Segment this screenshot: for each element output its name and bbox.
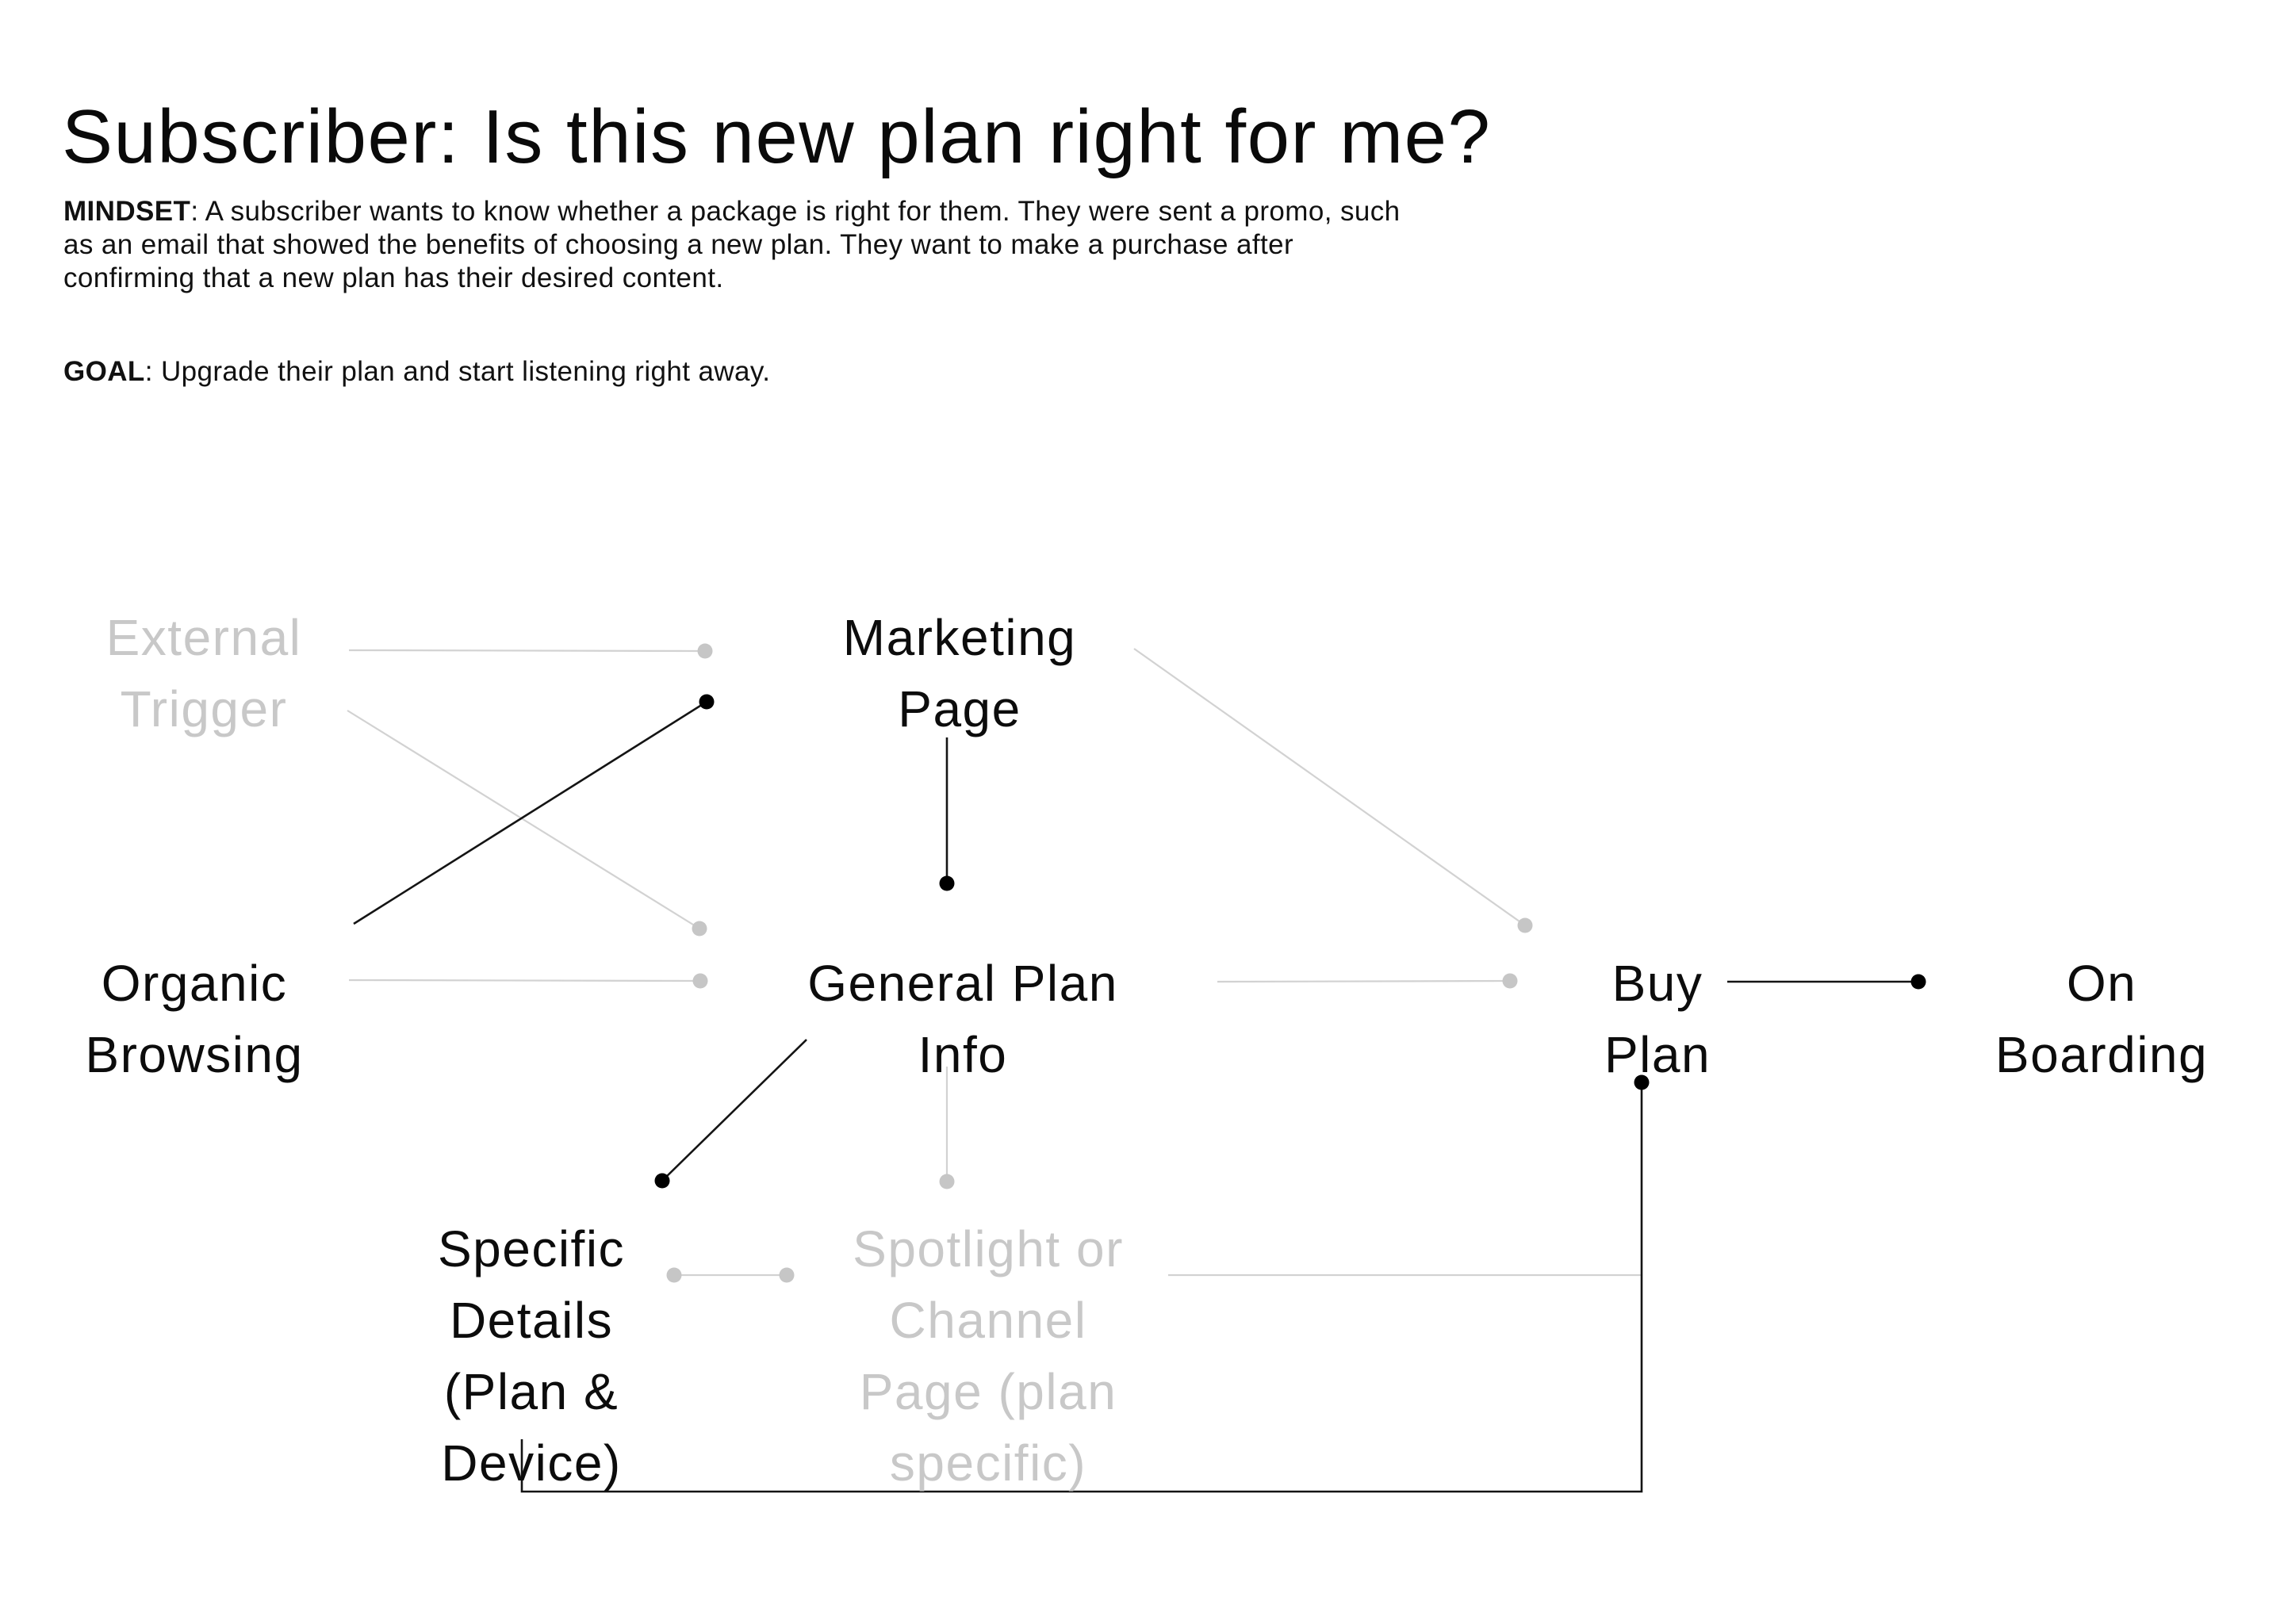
dot-specific-details-in xyxy=(654,1173,670,1189)
dot-specific-connector xyxy=(666,1267,682,1283)
edge-general-plan-to-specific-details xyxy=(661,1039,807,1182)
diagram-node-on-boarding: On Boarding xyxy=(1995,955,2209,1083)
page-title: Subscriber: Is this new plan right for m… xyxy=(62,94,1492,179)
diagram-node-buy-plan: Buy Plan xyxy=(1604,955,1711,1083)
edge-buy-plan-to-specific-details xyxy=(520,1082,1643,1493)
dot-buy-plan-out xyxy=(1634,1074,1650,1090)
edge-external-to-marketing xyxy=(348,649,706,653)
goal-text: : Upgrade their plan and start listening… xyxy=(144,356,771,387)
diagram-node-specific-details: Specific Details (Plan & Device) xyxy=(437,1220,626,1492)
dot-buy-plan-in-diag xyxy=(1517,917,1533,933)
dot-marketing-in-black xyxy=(699,694,715,710)
mindset-label: MINDSET xyxy=(63,196,191,227)
dot-spotlight-in xyxy=(939,1174,955,1189)
diagram-node-marketing-page: Marketing Page xyxy=(842,609,1077,737)
dot-spotlight-connector xyxy=(779,1267,795,1283)
dot-onboarding-in xyxy=(1910,974,1926,990)
mindset-text: : A subscriber wants to know whether a p… xyxy=(63,196,1401,293)
goal-paragraph: GOAL: Upgrade their plan and start liste… xyxy=(63,355,770,389)
diagram-node-spotlight-channel: Spotlight or Channel Page (plan specific… xyxy=(853,1220,1124,1492)
dot-general-plan-in-horiz xyxy=(692,973,708,989)
dot-marketing-in-gray xyxy=(697,643,713,659)
dot-general-plan-in-vert xyxy=(939,875,955,891)
dot-general-plan-in-diag xyxy=(692,921,707,936)
diagram-node-organic-browsing: Organic Browsing xyxy=(85,955,304,1083)
mindset-paragraph: MINDSET: A subscriber wants to know whet… xyxy=(63,195,1401,295)
edge-marketing-to-buy-plan xyxy=(1133,648,1526,926)
edge-external-to-general-plan xyxy=(347,710,700,929)
dot-buy-plan-in-horiz xyxy=(1502,973,1518,989)
goal-label: GOAL xyxy=(63,356,145,387)
diagram-node-external-trigger: External Trigger xyxy=(105,609,302,737)
edge-general-plan-to-buy-plan xyxy=(1217,979,1511,983)
edge-organic-to-general-plan xyxy=(348,979,701,982)
diagram-node-general-plan-info: General Plan Info xyxy=(807,955,1118,1083)
edge-organic-to-marketing xyxy=(353,700,707,925)
